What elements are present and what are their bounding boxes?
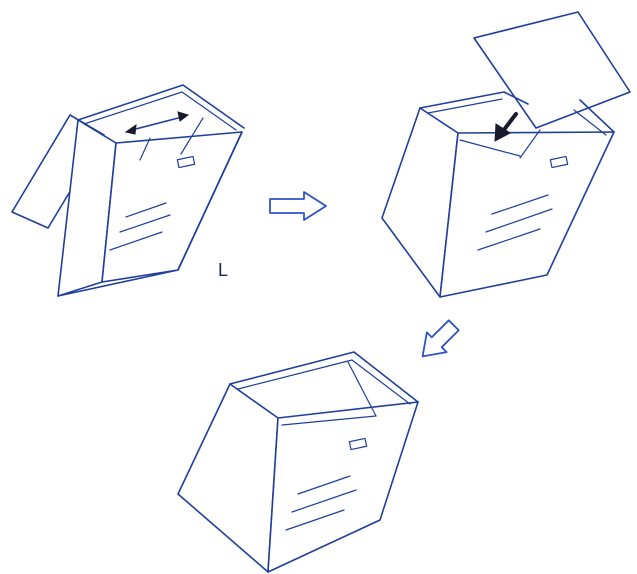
top-rim-back-3 — [229, 351, 419, 403]
inner-edge-3a — [347, 361, 377, 417]
text-line-3-1 — [297, 475, 351, 495]
text-line-2-3 — [477, 228, 541, 251]
step-2-inserting-sheet — [381, 11, 631, 298]
text-line-1 — [125, 202, 167, 218]
text-line-3-3 — [285, 509, 345, 531]
box-bottom-edge — [57, 131, 243, 297]
width-double-arrow — [124, 111, 190, 135]
inner-edge-2c — [519, 129, 541, 159]
top-rim-back-2 — [419, 91, 529, 109]
arrow-step1-to-step2 — [269, 191, 327, 221]
box-front-face-3 — [267, 401, 419, 573]
insert-sheet — [473, 11, 631, 129]
label-plate-2 — [549, 155, 569, 169]
inner-partition — [180, 117, 204, 155]
label-plate — [176, 155, 196, 169]
text-line-2-1 — [491, 194, 549, 215]
label-plate-3 — [348, 437, 368, 451]
top-rim-inner-2 — [427, 98, 503, 114]
step-1-box-with-open-flap: L — [11, 84, 245, 297]
text-line-2-2 — [485, 208, 553, 233]
box-front-face-2 — [439, 131, 615, 298]
inner-edge-2a — [459, 139, 521, 157]
top-rim-right-2 — [579, 99, 615, 133]
inner-edge-2b — [573, 109, 607, 136]
arrow-step2-to-step3 — [421, 319, 460, 358]
insert-direction-arrow — [494, 112, 518, 142]
text-line-3-2 — [291, 489, 357, 513]
label-L: L — [218, 260, 228, 280]
top-rim-back — [77, 84, 245, 129]
inner-edge-3b — [281, 415, 377, 426]
inner-partition-2 — [139, 137, 151, 161]
top-rim-inner — [83, 91, 237, 131]
box-left-face-3 — [177, 383, 279, 573]
step-3-completed-box — [177, 351, 419, 573]
text-line-2 — [119, 214, 171, 233]
top-rim-inner-3 — [237, 359, 411, 405]
text-line-3 — [109, 231, 163, 251]
